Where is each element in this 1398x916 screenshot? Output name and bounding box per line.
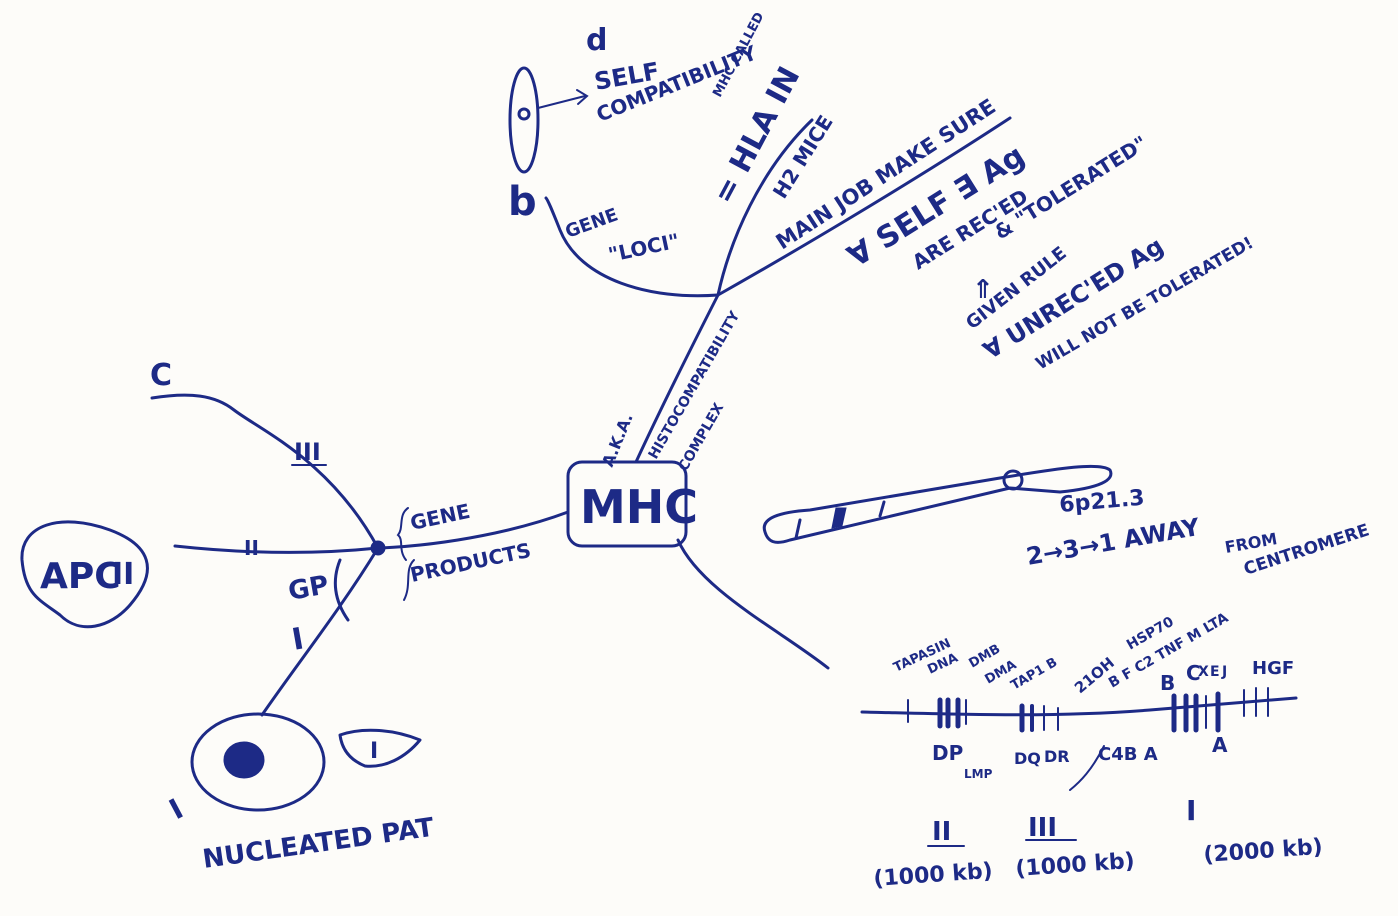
- gene-map-line: [860, 696, 1298, 717]
- gene-map-group: TAPASIN DNA DMB DMA TAP1 B 21OH HSP70 B …: [860, 610, 1324, 892]
- gm-tapbp: TAP1 B: [1009, 655, 1061, 693]
- gm-lmp: LMP: [964, 767, 993, 781]
- branch-job: [716, 116, 1012, 297]
- gm-region-III: III: [1028, 813, 1057, 843]
- gm-j: J: [1221, 664, 1227, 680]
- gp-arc: [333, 558, 350, 622]
- mhc-box: [566, 460, 688, 548]
- nucleus: [223, 741, 265, 779]
- gm-size-I: (2000 kb): [1203, 835, 1324, 868]
- label-c: C: [150, 358, 172, 393]
- job-arrow: ⇑: [972, 275, 994, 305]
- chromosome-group: 6p21.3 2→3→1 AWAY FROM CENTROMERE: [762, 464, 1372, 580]
- self-compat-arrowhead: [576, 89, 589, 105]
- branch-up: [634, 293, 720, 464]
- branch-class-III: [150, 393, 380, 550]
- branch-gene-products: [378, 510, 570, 550]
- gene-products-group: GENE PRODUCTS III C II GP I: [150, 358, 533, 658]
- nucleated-group: I NUCLEATED PAT I: [164, 712, 436, 875]
- apc-cell: [20, 520, 149, 629]
- small-I-label: I: [370, 739, 378, 764]
- band-3: [878, 500, 886, 518]
- self-compat-dot: [517, 107, 531, 121]
- branch-gene-map: [676, 538, 830, 670]
- small-cell: [338, 728, 422, 768]
- gm-a: A: [1212, 733, 1228, 757]
- chromosome-order: 2→3→1 AWAY: [1024, 513, 1202, 571]
- self-compat-arrow: [537, 95, 586, 109]
- gene-products-line1: GENE: [408, 499, 472, 535]
- gm-hgf: HGF: [1252, 658, 1294, 679]
- nucleated-text: NUCLEATED PAT: [201, 813, 436, 875]
- branch-class-I: [260, 546, 380, 717]
- branch-class-II: [173, 544, 380, 554]
- gene-products-brace-1: [396, 507, 409, 561]
- gene-products-brace-2: [403, 559, 415, 601]
- gm-x: X: [1198, 664, 1209, 680]
- apc-marker: II: [112, 557, 134, 592]
- glyph-b: b: [508, 179, 537, 225]
- gp-label: GP: [286, 570, 331, 607]
- gm-dp: DP: [932, 741, 963, 765]
- apc-group: APC II: [20, 520, 149, 629]
- band-1: [794, 518, 802, 540]
- gm-size-III: (1000 kb): [1015, 849, 1136, 882]
- gm-e: E: [1210, 664, 1220, 680]
- class-I-label: I: [289, 621, 306, 657]
- hla-group: MHC CALLED = HLA IN H2 MICE: [706, 10, 838, 210]
- branch-hla: [716, 118, 814, 297]
- gene-products-node: [370, 540, 386, 556]
- centromere: [1002, 469, 1024, 491]
- cell-I-label: I: [164, 792, 189, 826]
- gene-loci-line1: GENE: [563, 204, 621, 242]
- gm-b: B: [1160, 671, 1175, 695]
- apc-label: APC: [40, 556, 121, 597]
- gm-c4ba-line: [1069, 745, 1105, 791]
- nucleated-cell: [190, 712, 326, 812]
- class-III-label: III: [294, 438, 321, 466]
- gm-c4ba: C4B A: [1098, 744, 1158, 765]
- gm-region-II: II: [932, 817, 951, 847]
- self-compat-oval: [508, 66, 540, 174]
- mhc-node: MHC: [566, 460, 698, 548]
- gm-size-II: (1000 kb): [873, 859, 994, 892]
- mhc-label: MHC: [580, 480, 698, 534]
- chromosome-body: [762, 464, 1113, 544]
- glyph-d: d: [586, 23, 607, 58]
- gene-map-ticks: [907, 687, 1269, 733]
- gene-loci-line2: "LOCI": [606, 228, 681, 266]
- gm-region-I: I: [1186, 794, 1196, 827]
- band-mhc: [831, 507, 847, 529]
- branch-gene-loci: [544, 196, 720, 298]
- gm-dr: DR: [1044, 747, 1070, 766]
- gm-c: C: [1186, 661, 1201, 685]
- main-job-group: MAIN JOB MAKE SURE ∀ SELF ∃ Ag ARE REC'E…: [772, 94, 1257, 374]
- gm-dq: DQ: [1014, 749, 1041, 768]
- class-II-label: II: [244, 536, 259, 560]
- branches: [150, 116, 1012, 717]
